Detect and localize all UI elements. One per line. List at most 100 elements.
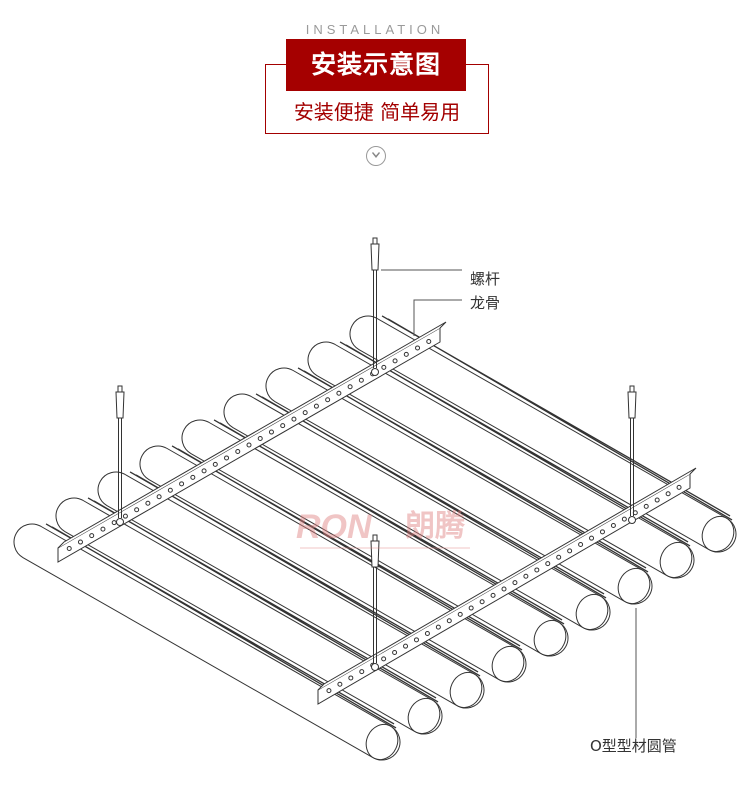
keel-hole	[534, 567, 540, 573]
keel-hole	[302, 410, 308, 416]
rod-nut	[371, 368, 379, 376]
keel-hole	[122, 513, 128, 519]
keel-hole	[426, 338, 432, 344]
section-eyebrow: INSTALLATION	[305, 22, 445, 37]
keel-hole	[246, 442, 252, 448]
keel-hole	[392, 650, 398, 656]
leader-lines	[381, 269, 637, 738]
keel-hole	[268, 429, 274, 435]
svg-text:朗腾: 朗腾	[405, 509, 466, 544]
keel-flange	[57, 321, 447, 549]
keel-hole	[523, 573, 529, 579]
keel-hole	[654, 497, 660, 503]
keel-hole	[545, 561, 551, 567]
tube-end	[575, 593, 609, 631]
svg-text:RON: RON	[296, 508, 373, 546]
keel-hole	[435, 624, 441, 630]
keel	[57, 321, 447, 563]
keel-hole	[490, 592, 496, 598]
keel-hole	[156, 494, 162, 500]
chevron-down-circle-icon	[366, 146, 386, 166]
keel-hole	[77, 539, 83, 545]
rod-nut	[371, 663, 379, 671]
keel-hole	[325, 397, 331, 403]
keel-hole	[676, 484, 682, 490]
rod-nut	[116, 518, 124, 526]
hanger-rod	[370, 534, 380, 671]
keel-hole	[336, 390, 342, 396]
tube-label: O型型材圆管	[590, 737, 677, 755]
keel-hole	[424, 630, 430, 636]
keel-hole	[89, 533, 95, 539]
keel-hole	[257, 436, 263, 442]
keel-leader	[413, 299, 462, 336]
keel-label: 龙骨	[470, 294, 501, 312]
keel-hole	[280, 423, 286, 429]
round-tube	[307, 341, 695, 579]
keel-hole	[381, 656, 387, 662]
keel-hole	[313, 403, 319, 409]
tube-end	[491, 645, 525, 683]
rod-tip	[372, 237, 378, 245]
keel-hole	[665, 491, 671, 497]
keel-hole	[212, 461, 218, 467]
tube-end	[533, 619, 567, 657]
tube-end	[701, 515, 735, 553]
hanger-rod	[115, 385, 125, 526]
keel-hole	[66, 546, 72, 552]
keel-hole	[567, 548, 573, 554]
keel-hole	[392, 358, 398, 364]
tube-end	[407, 697, 441, 735]
rod-head	[115, 391, 125, 419]
round-tube	[349, 315, 737, 553]
keel-hole	[610, 522, 616, 528]
keel-hole	[190, 474, 196, 480]
keel-hole	[359, 669, 365, 675]
tube-end	[365, 723, 399, 761]
watermark-logo: RON 朗腾	[296, 508, 470, 549]
keel-hole	[179, 481, 185, 487]
keel-hole	[326, 688, 332, 694]
section-subtitle: 安装便捷 简单易用	[293, 100, 461, 124]
hanger-rod	[370, 237, 380, 376]
keel-hole	[643, 503, 649, 509]
keel-hole	[403, 351, 409, 357]
keel-flange	[317, 467, 697, 691]
round-tube	[13, 523, 401, 761]
keel-hole	[589, 535, 595, 541]
keel-hole	[224, 455, 230, 461]
keel-hole	[201, 468, 207, 474]
keel-hole	[599, 529, 605, 535]
keel-hole	[468, 605, 474, 611]
rod-tip	[629, 385, 635, 393]
rod-label: 螺杆	[470, 270, 501, 288]
keel-hole	[446, 618, 452, 624]
keel-hole	[415, 345, 421, 351]
keel-hole	[403, 643, 409, 649]
keel-hole	[134, 507, 140, 513]
rod-head	[627, 391, 637, 419]
keel-hole	[111, 520, 117, 526]
rod-tip	[372, 534, 378, 542]
keel-hole	[291, 416, 297, 422]
hanger-rod	[627, 385, 637, 524]
keel-hole	[457, 611, 463, 617]
keel-hole	[381, 364, 387, 370]
keel-hole	[358, 377, 364, 383]
keel-hole	[235, 448, 241, 454]
keel-hole	[512, 580, 518, 586]
keel-hole	[348, 675, 354, 681]
keel-hole	[501, 586, 507, 592]
rod-tip	[117, 385, 123, 393]
section-title: 安装示意图	[286, 39, 466, 91]
keel-hole	[578, 542, 584, 548]
keel-hole	[167, 487, 173, 493]
keel-hole	[100, 526, 106, 532]
rod-head	[370, 540, 380, 568]
rod-nut	[628, 516, 636, 524]
keel-hole	[621, 516, 627, 522]
keel	[317, 467, 697, 705]
tube-end	[617, 567, 651, 605]
keel-hole	[145, 500, 151, 506]
